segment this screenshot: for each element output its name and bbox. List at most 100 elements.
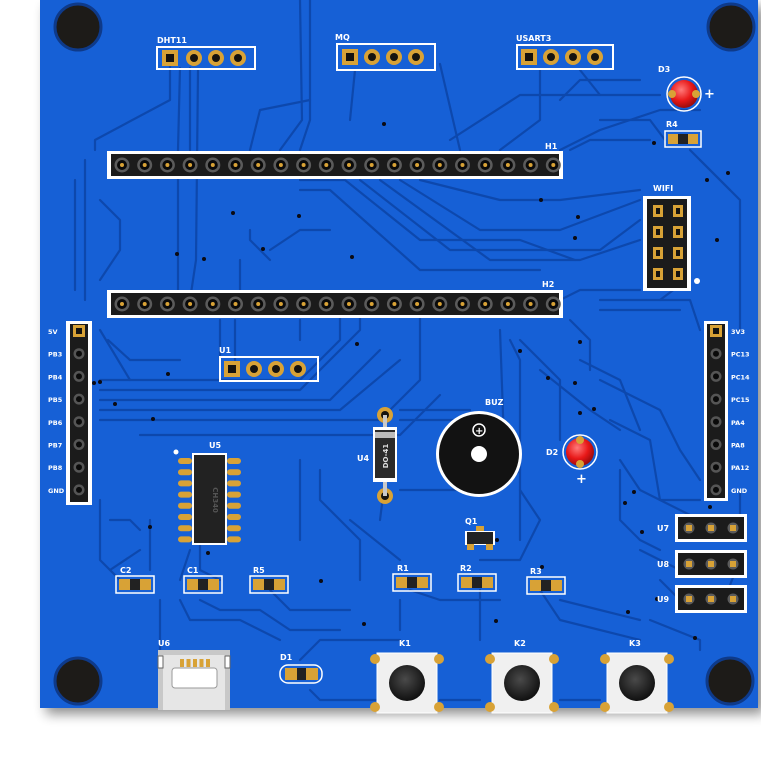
r3-pad	[551, 580, 562, 591]
left-header-pin-hole	[76, 486, 82, 493]
wifi-header: WIFI	[643, 184, 700, 291]
u5-pad	[178, 502, 192, 509]
wifi-pin-center	[676, 208, 680, 214]
wifi-label: WIFI	[653, 184, 673, 193]
right-header-pin-hole	[713, 464, 719, 471]
h2-pin-tip	[483, 302, 488, 306]
h1-label: H1	[545, 142, 558, 151]
via	[632, 490, 636, 494]
h1-pin-tip	[256, 163, 261, 167]
via	[494, 619, 498, 623]
right-header-label: PC15	[731, 396, 750, 404]
h1-pin-tip	[233, 163, 238, 167]
left-header-pin-hole	[76, 328, 82, 334]
c1-pad	[187, 579, 198, 590]
k2-pad	[549, 654, 559, 664]
buz-label: BUZ	[485, 398, 504, 407]
r4-label: R4	[666, 120, 678, 129]
u5-pad	[178, 480, 192, 487]
u5-pad	[227, 502, 241, 509]
via	[518, 349, 522, 353]
usb-pad	[199, 659, 204, 667]
buzzer-plus-label: +	[475, 426, 483, 437]
r2-label: R2	[460, 564, 472, 573]
via	[623, 501, 627, 505]
wifi-pin-center	[676, 271, 680, 277]
d1-label: D1	[280, 653, 293, 662]
k1-button-cap	[389, 665, 425, 701]
mq-header: MQ	[335, 33, 436, 71]
u4-diode: U4 DO-41	[357, 407, 397, 504]
u5-pad	[178, 491, 192, 498]
right-header-pin-hole	[713, 486, 719, 493]
h1-pin-tip	[437, 163, 442, 167]
u5-pad	[227, 491, 241, 498]
via	[693, 636, 697, 640]
via	[546, 376, 550, 380]
right-header-pin-hole	[713, 441, 719, 448]
right-header-label: PA4	[731, 419, 745, 427]
via	[655, 597, 659, 601]
via	[297, 214, 301, 218]
h2-pin-tip	[369, 302, 374, 306]
wifi-pin-center	[656, 229, 660, 235]
c2-outline	[115, 575, 155, 594]
via	[726, 171, 730, 175]
via	[540, 565, 544, 569]
u8-label: U8	[657, 560, 669, 569]
c1-outline	[183, 575, 223, 594]
u9-pin-tip	[686, 596, 692, 602]
u5-pad	[178, 514, 192, 520]
d2-plus-label: +	[576, 472, 587, 487]
c2-pad	[140, 579, 151, 590]
h2-pin-tip	[301, 302, 306, 306]
r3-pad	[530, 580, 541, 591]
r5-pad	[253, 579, 264, 590]
h1-pin-tip	[505, 163, 510, 167]
k3-pad	[664, 654, 674, 664]
wifi-pin-center	[656, 271, 660, 277]
via	[592, 407, 596, 411]
via	[578, 340, 582, 344]
usart3-header: USART3	[516, 34, 614, 70]
k1-button-body	[376, 652, 438, 714]
via	[573, 236, 577, 240]
left-header-label: PB6	[48, 419, 63, 427]
usb-pad	[193, 659, 197, 667]
via	[231, 211, 235, 215]
usb-pad	[180, 659, 184, 667]
via	[652, 141, 656, 145]
c1-pad	[208, 579, 219, 590]
right-header-pin-hole	[713, 396, 719, 403]
u5-chip-marking: CH340	[211, 487, 219, 513]
h2-pin-tip	[142, 302, 147, 306]
h1-pin-tip	[415, 163, 420, 167]
k3-pad	[600, 654, 610, 664]
via	[206, 551, 210, 555]
mounting-hole-top-left	[53, 2, 103, 52]
k2-pad	[485, 654, 495, 664]
via	[175, 252, 179, 256]
u5-pad	[178, 525, 192, 532]
u9-pin-tip	[708, 596, 714, 602]
c2-body	[130, 579, 140, 590]
usb-connector-u6: U6	[157, 639, 231, 710]
via	[92, 381, 96, 385]
r5-label: R5	[253, 566, 265, 575]
left-header-pin-hole	[76, 350, 82, 357]
mq-label: MQ	[335, 33, 350, 42]
q1-label: Q1	[465, 517, 478, 526]
u5-pad	[227, 536, 241, 543]
left-header-label: 5V	[48, 328, 58, 336]
h2-pin-tip	[324, 302, 329, 306]
h1-pin-tip	[369, 163, 374, 167]
wifi-pin-center	[656, 250, 660, 256]
via	[362, 622, 366, 626]
u4-body-marking: DO-41	[382, 444, 390, 469]
h2-pin-header: H2	[107, 280, 563, 318]
k1-pad	[434, 654, 444, 664]
h2-pin-tip	[392, 302, 397, 306]
